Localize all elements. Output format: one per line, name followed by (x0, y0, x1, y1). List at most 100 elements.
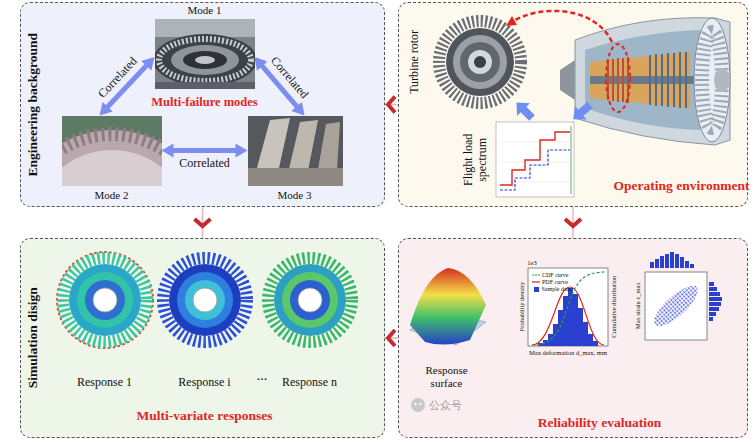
panel-title: Simulation disign (25, 240, 41, 435)
text-holder: Flight load spectrum (462, 121, 490, 199)
response-contour-disk-part (193, 288, 217, 312)
flow-chevron (385, 330, 398, 346)
scatter-plot-part (675, 254, 679, 268)
response-contour-disk-part (169, 264, 241, 336)
arrow-head (291, 102, 304, 116)
connector-line (572, 207, 574, 238)
pdf-chart-part (568, 288, 573, 346)
load-spectrum-chart-part (500, 142, 570, 182)
response-contour-disk-part (69, 264, 141, 336)
arrow-head (162, 144, 174, 158)
text-holder: Simulation disign (25, 240, 41, 435)
legend-text: CDF curve (542, 272, 569, 278)
picture-caption: Response surface (416, 364, 478, 389)
engine-cutaway-part (650, 52, 686, 108)
text-holder: Max deformation d_max, mm (518, 349, 618, 356)
mode-caption: Mode 2 (82, 189, 142, 202)
pdf-chart-part (532, 272, 606, 345)
blue-arrow-part (510, 96, 538, 124)
pdf-chart-part (578, 308, 583, 346)
response-contour-disk-part (185, 280, 225, 320)
response-contour-disk-part (57, 252, 153, 348)
turbine-disk-part (474, 56, 486, 68)
watermark: 公众号 (423, 399, 467, 412)
scatter-plot-part (665, 254, 669, 268)
axis-title: Cumulative distribution (610, 267, 617, 347)
legend-line-sample (532, 273, 540, 277)
text-holder: Correlated (261, 47, 317, 109)
scatter-plot-part (709, 312, 716, 316)
axis-title: Max strain ε_max (634, 271, 641, 341)
scatter-plot-part (709, 282, 714, 286)
response-contour-disk-part (163, 258, 247, 342)
pdf-chart-part (558, 310, 563, 346)
load-spectrum-chart-part (500, 132, 570, 185)
mode-photo-part (171, 45, 239, 75)
arrow-shaft (172, 148, 238, 153)
panel-ground-part (398, 2, 748, 207)
turbine-disk-part (439, 21, 521, 103)
flow-chevron (385, 97, 398, 113)
text-holder: Multi-variate responses (110, 408, 300, 424)
engine-cutaway-part (585, 30, 700, 130)
scatter-plot-part (680, 257, 684, 268)
picture-caption: Flight load spectrum (462, 121, 490, 199)
connector-line (202, 207, 204, 238)
pdf-chart-part (563, 296, 568, 346)
panel-ground-part (398, 238, 748, 438)
legend-entry: Sample data (532, 285, 571, 293)
legend-text: Sample data (542, 286, 572, 292)
scatter-plot-part (670, 252, 674, 268)
response-contour-disk-part (93, 288, 117, 312)
text-holder: Turbine rotor (408, 16, 422, 106)
response-contour-disk-part (298, 288, 322, 312)
panel-subtitle: Multi-variate responses (110, 408, 300, 424)
text-holder: Response n (270, 376, 350, 390)
scatter-plot-part (649, 280, 704, 332)
response-contour-disk-part (274, 264, 346, 336)
mode-photo (155, 19, 255, 89)
flow-chevron (565, 207, 581, 238)
engine-cutaway-part (575, 18, 730, 145)
text-holder: 公众号 (423, 399, 467, 412)
pdf-chart-part (528, 268, 608, 346)
flow-chevron (195, 207, 211, 238)
turbine-disk (439, 21, 521, 103)
load-spectrum-chart-part (571, 126, 572, 194)
edge-label: Correlated (266, 53, 312, 104)
legend-swatch (534, 287, 539, 292)
turbine-disk-part (446, 28, 514, 96)
scatter-plot (645, 252, 722, 340)
scatter-plot-part (709, 317, 713, 321)
text-holder: Correlated (170, 157, 240, 171)
text-holder: Response i (165, 376, 245, 390)
axis-title: Max deformation d_max, mm (518, 349, 618, 356)
text-holder: 1e3 (522, 259, 542, 266)
mode-caption: Mode 1 (175, 4, 235, 17)
panel-subtitle: Multi-failure modes (135, 95, 275, 109)
load-spectrum-chart: Flight load spectrum (496, 122, 574, 197)
scatter-plot-part (709, 307, 719, 311)
text-holder: Operating environment (602, 178, 755, 194)
chevron-head (565, 219, 581, 226)
mode-photo-part (248, 168, 343, 186)
correlation-arrow (162, 144, 248, 158)
watermark-icon-part (414, 403, 416, 405)
watermark-icon-part (419, 403, 421, 405)
text-holder: ... (247, 368, 277, 384)
watermark-icon-part (411, 398, 425, 412)
response-contour-disk (268, 258, 352, 342)
mode-caption: Mode 3 (265, 189, 325, 202)
panel-subtitle: Operating environment (602, 178, 755, 194)
mode-photo-part (195, 56, 215, 64)
panel-subtitle: Reliability evaluation (505, 415, 695, 431)
pdf-chart (528, 268, 608, 346)
mode-photo-part (62, 130, 162, 186)
pdf-chart-part (593, 341, 598, 346)
load-spectrum-chart (496, 122, 574, 197)
red-dashed-arrow-part (506, 16, 517, 26)
section-panel: Engineering backgroundMulti-failure mode… (20, 2, 385, 207)
text-holder: Response 1 (65, 376, 145, 390)
response-surface-plot-part (410, 268, 486, 345)
